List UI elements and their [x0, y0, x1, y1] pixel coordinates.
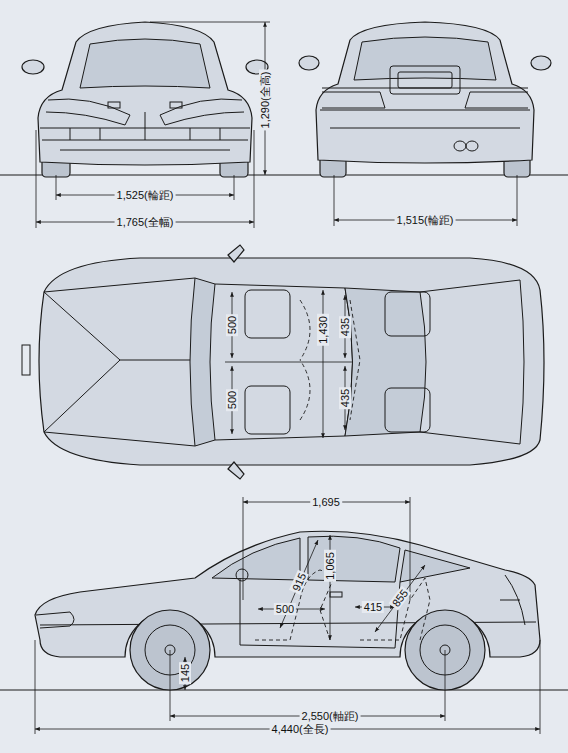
dimension-label: 1,290(全高): [259, 70, 271, 131]
dimension-label: 500: [274, 603, 296, 615]
front-view: [22, 22, 270, 228]
dimension-label: 500: [226, 314, 238, 336]
dimension-label: 1,515(輪距): [395, 214, 456, 226]
ground-line: [0, 175, 568, 176]
dimension-label: 435: [339, 316, 351, 338]
rear-view: [299, 22, 551, 226]
dimension-label: 2,550(軸距): [300, 710, 361, 722]
side-view: [0, 497, 568, 734]
dimension-label: 500: [226, 389, 238, 411]
dimension-label: 435: [339, 387, 351, 409]
top-view: [22, 245, 544, 479]
dimension-label: 915: [289, 569, 309, 594]
dimension-label: 1,695: [310, 496, 342, 508]
dimension-label: 145: [179, 662, 191, 684]
dimension-label: 1,525(輪距): [115, 189, 176, 201]
dimension-label: 415: [362, 601, 384, 613]
dimension-label: 1,065: [324, 550, 336, 582]
dimension-label: 1,430: [317, 314, 329, 346]
dimension-label: 4,440(全長): [270, 723, 331, 735]
dimension-label: 855: [388, 585, 411, 610]
dimension-label: 1,765(全幅): [115, 216, 176, 228]
